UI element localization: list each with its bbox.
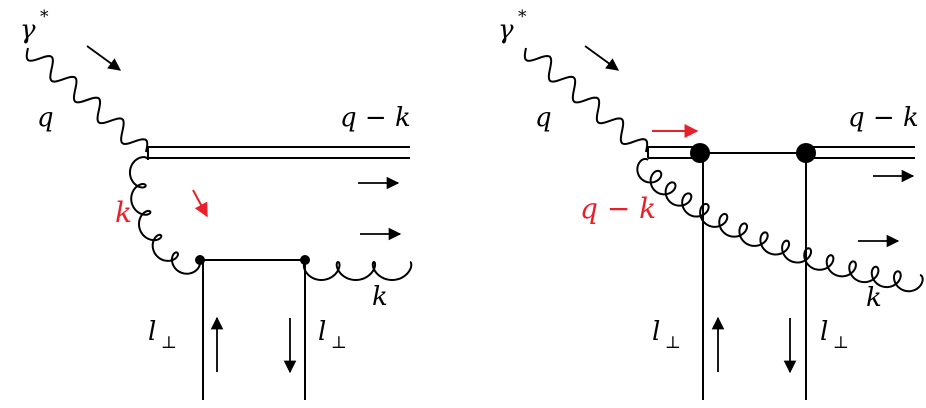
left-photon-sup: * xyxy=(40,7,49,27)
right-diagram: γ * q q − k q − k k l ⊥ l ⊥ xyxy=(498,7,924,400)
left-gluon-arrow xyxy=(192,189,208,218)
left-diagram: γ * q q − k k k l ⊥ l ⊥ xyxy=(20,7,413,400)
left-photon-arrow xyxy=(86,45,122,71)
left-lperp-left: l xyxy=(148,317,156,347)
left-lperp-left-sub: ⊥ xyxy=(161,333,177,353)
left-vertex-2 xyxy=(300,255,310,265)
left-outgoing-label: k xyxy=(372,282,388,312)
right-lperp-right: l xyxy=(820,317,828,347)
right-photon-symbol: γ xyxy=(498,15,514,45)
right-blob-1 xyxy=(690,143,710,163)
left-gluon-label: k xyxy=(115,196,132,229)
left-photon-line xyxy=(25,47,149,153)
right-gluon-label: k xyxy=(866,283,882,313)
right-blob-2 xyxy=(796,143,816,163)
left-lperp-right-sub: ⊥ xyxy=(331,333,347,353)
left-photon-symbol: γ xyxy=(20,15,36,45)
right-gluon xyxy=(636,157,924,293)
right-photon-line xyxy=(523,47,649,153)
right-photon-arrow xyxy=(584,45,620,71)
left-photon-momentum: q xyxy=(37,103,54,133)
right-lperp-right-sub: ⊥ xyxy=(833,333,849,353)
right-quark-label: q − k xyxy=(848,103,919,133)
left-exchanged-gluon xyxy=(128,156,201,275)
left-outgoing-gluon xyxy=(302,260,413,282)
right-photon-momentum: q xyxy=(535,103,552,133)
right-highlight-label: q − k xyxy=(580,192,656,225)
right-lperp-left: l xyxy=(652,317,660,347)
right-lperp-left-sub: ⊥ xyxy=(665,333,681,353)
right-photon-sup: * xyxy=(518,7,527,27)
left-quark-label: q − k xyxy=(340,103,411,133)
left-lperp-right: l xyxy=(318,317,326,347)
